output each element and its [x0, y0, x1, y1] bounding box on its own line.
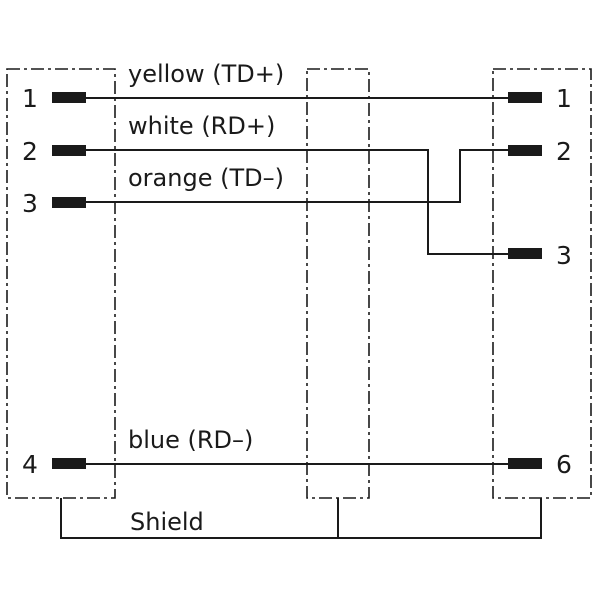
right-pin-1-number: 1: [556, 84, 572, 113]
right-pin-6-number: 6: [556, 450, 572, 479]
left-pin-3-number: 3: [22, 189, 38, 218]
right-pin-1-contact: [508, 92, 542, 103]
right-pin-2-number: 2: [556, 137, 572, 166]
wire-label-blue: blue (RD–): [128, 426, 253, 454]
right-pin-3-contact: [508, 248, 542, 259]
cable-housing: [306, 68, 370, 499]
right-connector-housing: [492, 68, 592, 499]
left-pin-1-number: 1: [22, 84, 38, 113]
left-connector-housing: [6, 68, 116, 499]
left-pin-1-contact: [52, 92, 86, 103]
left-pin-4-number: 4: [22, 450, 38, 479]
right-pin-2-contact: [508, 145, 542, 156]
left-pin-4-contact: [52, 458, 86, 469]
shield-label: Shield: [130, 508, 204, 536]
left-pin-3-contact: [52, 197, 86, 208]
left-pin-2-contact: [52, 145, 86, 156]
shield-wire: [60, 498, 542, 539]
wire-label-white: white (RD+): [128, 112, 275, 140]
wire-label-orange: orange (TD–): [128, 164, 284, 192]
left-pin-2-number: 2: [22, 137, 38, 166]
right-pin-3-number: 3: [556, 241, 572, 270]
right-pin-6-contact: [508, 458, 542, 469]
wire-orange-td-minus: [86, 149, 508, 203]
wire-label-yellow: yellow (TD+): [128, 60, 284, 88]
